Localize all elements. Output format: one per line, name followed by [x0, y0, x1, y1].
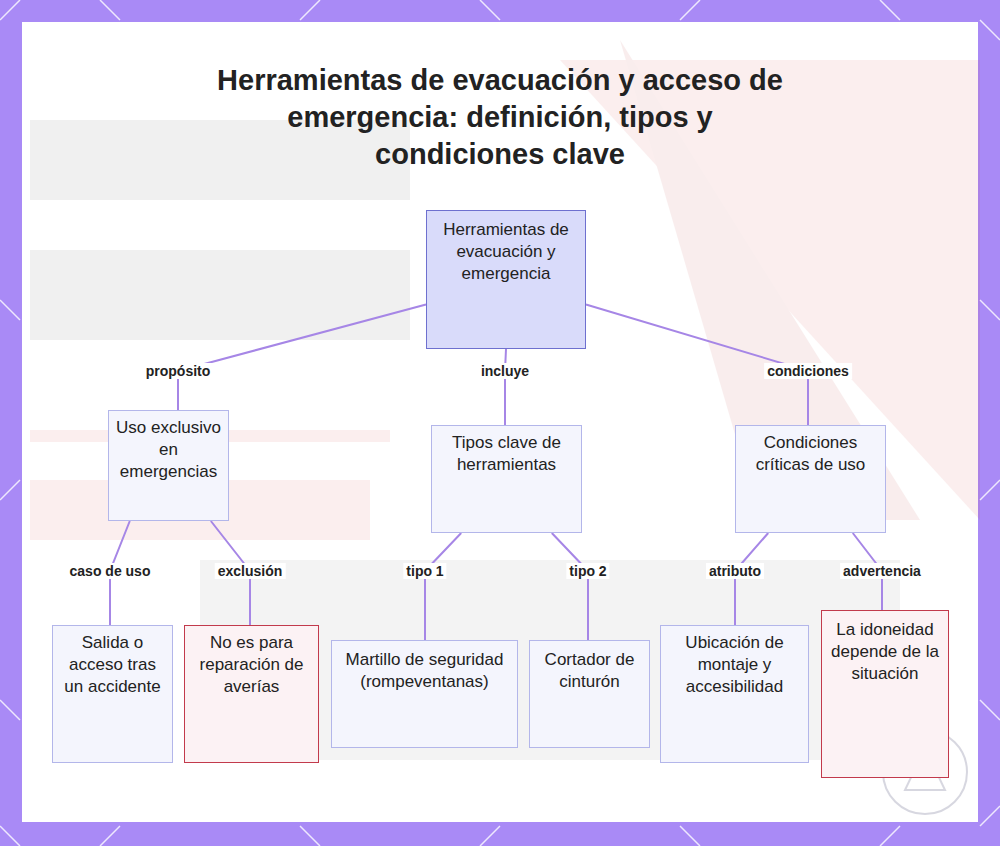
concept-box: Martillo de seguridad (rompeventanas) — [331, 640, 518, 748]
connector-line — [178, 305, 426, 410]
node-text: No es para reparación de averías — [185, 632, 318, 698]
connector-line — [735, 533, 768, 625]
node-text: Tipos clave de herramientas — [432, 432, 581, 476]
diagram-title: Herramientas de evacuación y acceso de e… — [200, 62, 800, 173]
connector-line — [425, 533, 461, 640]
node-text: Cortador de cinturón — [530, 649, 649, 693]
node-text: Martillo de seguridad (rompeventanas) — [332, 649, 517, 693]
edge-label: atributo — [706, 563, 764, 579]
edge-label: propósito — [143, 363, 214, 379]
edge-label: tipo 2 — [566, 563, 609, 579]
connector-line — [505, 349, 506, 425]
edge-label: tipo 1 — [403, 563, 446, 579]
node-text: Uso exclusivo en emergencias — [109, 417, 228, 483]
warning-box: La idoneidad depende de la situación — [821, 610, 949, 778]
concept-box: Salida o acceso tras un accidente — [52, 625, 173, 763]
node-text: Salida o acceso tras un accidente — [53, 632, 172, 698]
concept-box: Tipos clave de herramientas — [431, 425, 582, 533]
root-box: Herramientas de evacuación y emergencia — [426, 210, 586, 349]
node-text: Condiciones críticas de uso — [736, 432, 885, 476]
edge-label: condiciones — [764, 363, 852, 379]
edge-label: exclusión — [215, 563, 286, 579]
edge-label: caso de uso — [67, 563, 154, 579]
node-text: Herramientas de evacuación y emergencia — [427, 219, 585, 285]
concept-box: Cortador de cinturón — [529, 640, 650, 748]
concept-box: Condiciones críticas de uso — [735, 425, 886, 533]
node-text: La idoneidad depende de la situación — [822, 619, 948, 685]
concept-box: Uso exclusivo en emergencias — [108, 410, 229, 521]
edge-label: incluye — [478, 363, 532, 379]
connector-line — [552, 533, 588, 640]
concept-box: Ubicación de montaje y accesibilidad — [660, 625, 809, 763]
edge-label: advertencia — [840, 563, 924, 579]
warning-box: No es para reparación de averías — [184, 625, 319, 763]
node-text: Ubicación de montaje y accesibilidad — [661, 632, 808, 698]
